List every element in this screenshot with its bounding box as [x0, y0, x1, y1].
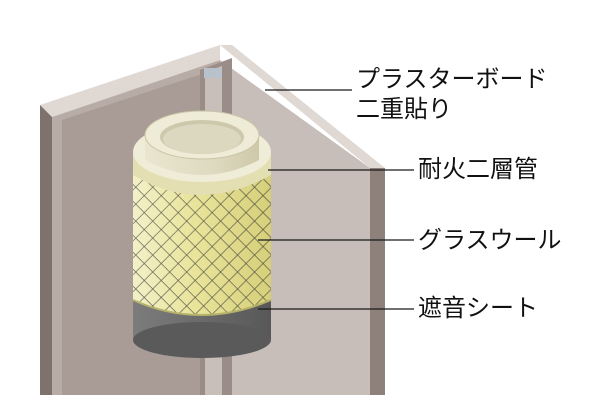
wool-bottom-edge	[132, 299, 272, 316]
glass-wool-label: グラスウール	[418, 226, 562, 254]
sound-sheet-bottom	[133, 322, 271, 358]
plasterboard-label: プラスターボード 二重貼り	[356, 64, 548, 124]
left-wall-side	[40, 105, 52, 395]
fireproof-pipe-label: 耐火二層管	[418, 155, 538, 183]
right-wall-side	[370, 168, 385, 395]
plasterboard-label-line2: 二重貼り	[356, 95, 452, 123]
left-wall-top-edge	[40, 45, 220, 117]
right-wall-top-edge	[220, 45, 385, 168]
plasterboard-label-line1: プラスターボード	[356, 65, 548, 93]
leader-lines	[258, 89, 414, 310]
sound-sheet-label: 遮音シート	[418, 294, 538, 322]
board-gap	[204, 68, 222, 78]
fireproof-pipe-inner	[163, 124, 241, 154]
pipe-assembly	[132, 110, 272, 358]
